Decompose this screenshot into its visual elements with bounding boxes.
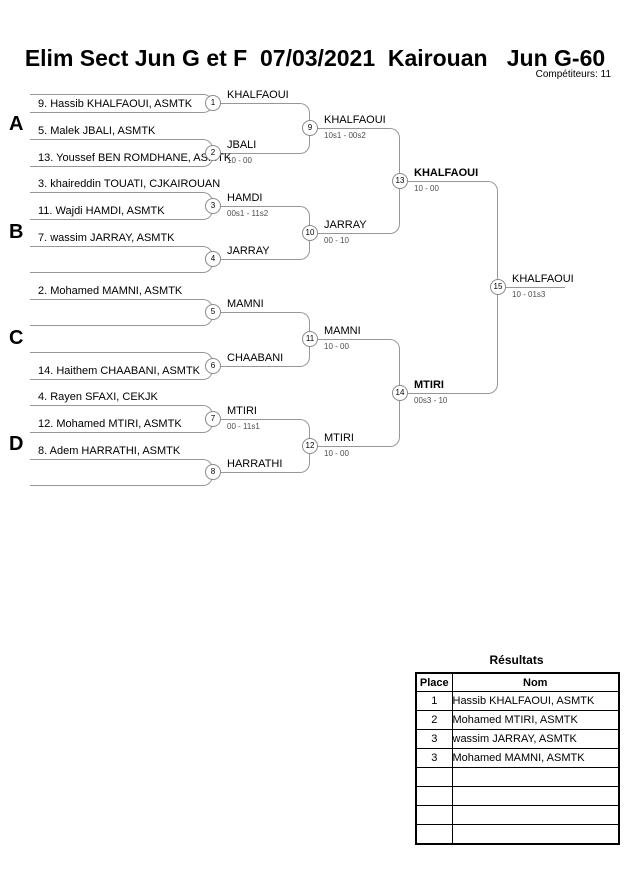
match-number-circle: 8 <box>205 464 221 480</box>
match-score-label: 00 - 10 <box>324 236 349 245</box>
match-number-circle: 4 <box>205 251 221 267</box>
competitor-name: 14. Haithem CHAABANI, ASMTK <box>38 365 200 377</box>
match-number-circle: 6 <box>205 358 221 374</box>
results-name-cell <box>451 805 620 825</box>
match-score-label: 10s1 - 00s2 <box>324 131 366 140</box>
match-number-circle: 12 <box>302 438 318 454</box>
final-winner-line <box>505 287 565 288</box>
results-col-nom: Nom <box>451 672 620 692</box>
page-title: Elim Sect Jun G et F 07/03/2021 Kairouan… <box>24 45 606 71</box>
match-number-circle: 13 <box>392 173 408 189</box>
match-winner-label: JARRAY <box>227 245 270 257</box>
bracket-pair-round1 <box>30 246 213 273</box>
bracket-pair-round1 <box>30 299 213 326</box>
competitor-name: 4. Rayen SFAXI, CEKJK <box>38 391 158 403</box>
results-name-cell: wassim JARRAY, ASMTK <box>451 729 620 749</box>
match-number-circle: 9 <box>302 120 318 136</box>
match-score-label: 10 - 00 <box>227 156 252 165</box>
match-winner-label: MAMNI <box>324 325 361 337</box>
match-winner-label: HARRATHI <box>227 458 283 470</box>
match-winner-label: MAMNI <box>227 298 264 310</box>
results-place-cell <box>415 786 453 806</box>
results-name-cell: Mohamed MTIRI, ASMTK <box>451 710 620 730</box>
match-score-label: 00s1 - 11s2 <box>227 209 269 218</box>
match-number-circle: 11 <box>302 331 318 347</box>
competitor-name: 2. Mohamed MAMNI, ASMTK <box>38 285 183 297</box>
bracket-pair-round1 <box>30 459 213 486</box>
match-winner-label: MTIRI <box>324 432 354 444</box>
match-score-label: 00 - 11s1 <box>227 422 260 431</box>
match-winner-label: JARRAY <box>324 219 367 231</box>
match-score-label: 10 - 00 <box>324 449 349 458</box>
match-winner-label: KHALFAOUI <box>512 273 574 285</box>
match-score-label: 00s3 - 10 <box>414 396 448 405</box>
match-score-label: 10 - 00 <box>414 184 439 193</box>
match-number-circle: 3 <box>205 198 221 214</box>
results-col-place: Place <box>415 672 453 692</box>
results-row <box>415 786 620 806</box>
results-name-cell: Mohamed MAMNI, ASMTK <box>451 748 620 768</box>
results-header-row: Place Nom <box>415 672 620 692</box>
results-row <box>415 767 620 787</box>
match-number-circle: 15 <box>490 279 506 295</box>
match-number-circle: 5 <box>205 304 221 320</box>
competitor-name: 8. Adem HARRATHI, ASMTK <box>38 445 181 457</box>
match-number-circle: 10 <box>302 225 318 241</box>
results-place-cell: 3 <box>415 748 453 768</box>
match-score-label: 10 - 00 <box>324 342 349 351</box>
match-winner-label: KHALFAOUI <box>324 114 386 126</box>
competitors-count: Compétiteurs: 11 <box>535 69 611 80</box>
competitor-name: 7. wassim JARRAY, ASMTK <box>38 232 175 244</box>
results-name-cell <box>451 767 620 787</box>
results-row <box>415 805 620 825</box>
section-label-d: D <box>9 433 24 455</box>
results-place-cell <box>415 805 453 825</box>
results-place-cell <box>415 767 453 787</box>
section-label-c: C <box>9 327 24 349</box>
competitor-name: 5. Malek JBALI, ASMTK <box>38 125 156 137</box>
results-place-cell: 2 <box>415 710 453 730</box>
match-winner-label: KHALFAOUI <box>414 167 479 179</box>
results-title: Résultats <box>489 653 544 667</box>
competitor-name: 3. khaireddin TOUATI, CJKAIROUAN <box>38 178 221 190</box>
match-winner-label: MTIRI <box>227 405 257 417</box>
section-label-a: A <box>9 113 24 135</box>
competitor-name: 13. Youssef BEN ROMDHANE, ASMTK <box>38 152 232 164</box>
results-place-cell: 3 <box>415 729 453 749</box>
match-winner-label: KHALFAOUI <box>227 89 289 101</box>
competitor-name: 11. Wajdi HAMDI, ASMTK <box>38 205 165 217</box>
bracket-pair-round3 <box>317 339 400 447</box>
competitor-name: 12. Mohamed MTIRI, ASMTK <box>38 418 182 430</box>
match-number-circle: 2 <box>205 145 221 161</box>
bracket-pair-round4 <box>407 181 498 394</box>
results-place-cell <box>415 824 453 845</box>
match-number-circle: 14 <box>392 385 408 401</box>
results-row <box>415 824 620 845</box>
match-score-label: 10 - 01s3 <box>512 290 546 299</box>
match-number-circle: 7 <box>205 411 221 427</box>
results-name-cell <box>451 786 620 806</box>
results-name-cell: Hassib KHALFAOUI, ASMTK <box>451 691 620 711</box>
match-winner-label: CHAABANI <box>227 352 284 364</box>
competitor-name: 9. Hassib KHALFAOUI, ASMTK <box>38 98 193 110</box>
results-name-cell <box>451 824 620 845</box>
results-place-cell: 1 <box>415 691 453 711</box>
section-label-b: B <box>9 221 24 243</box>
match-number-circle: 1 <box>205 95 221 111</box>
match-winner-label: MTIRI <box>414 379 444 391</box>
match-winner-label: JBALI <box>227 139 257 151</box>
match-winner-label: HAMDI <box>227 192 263 204</box>
